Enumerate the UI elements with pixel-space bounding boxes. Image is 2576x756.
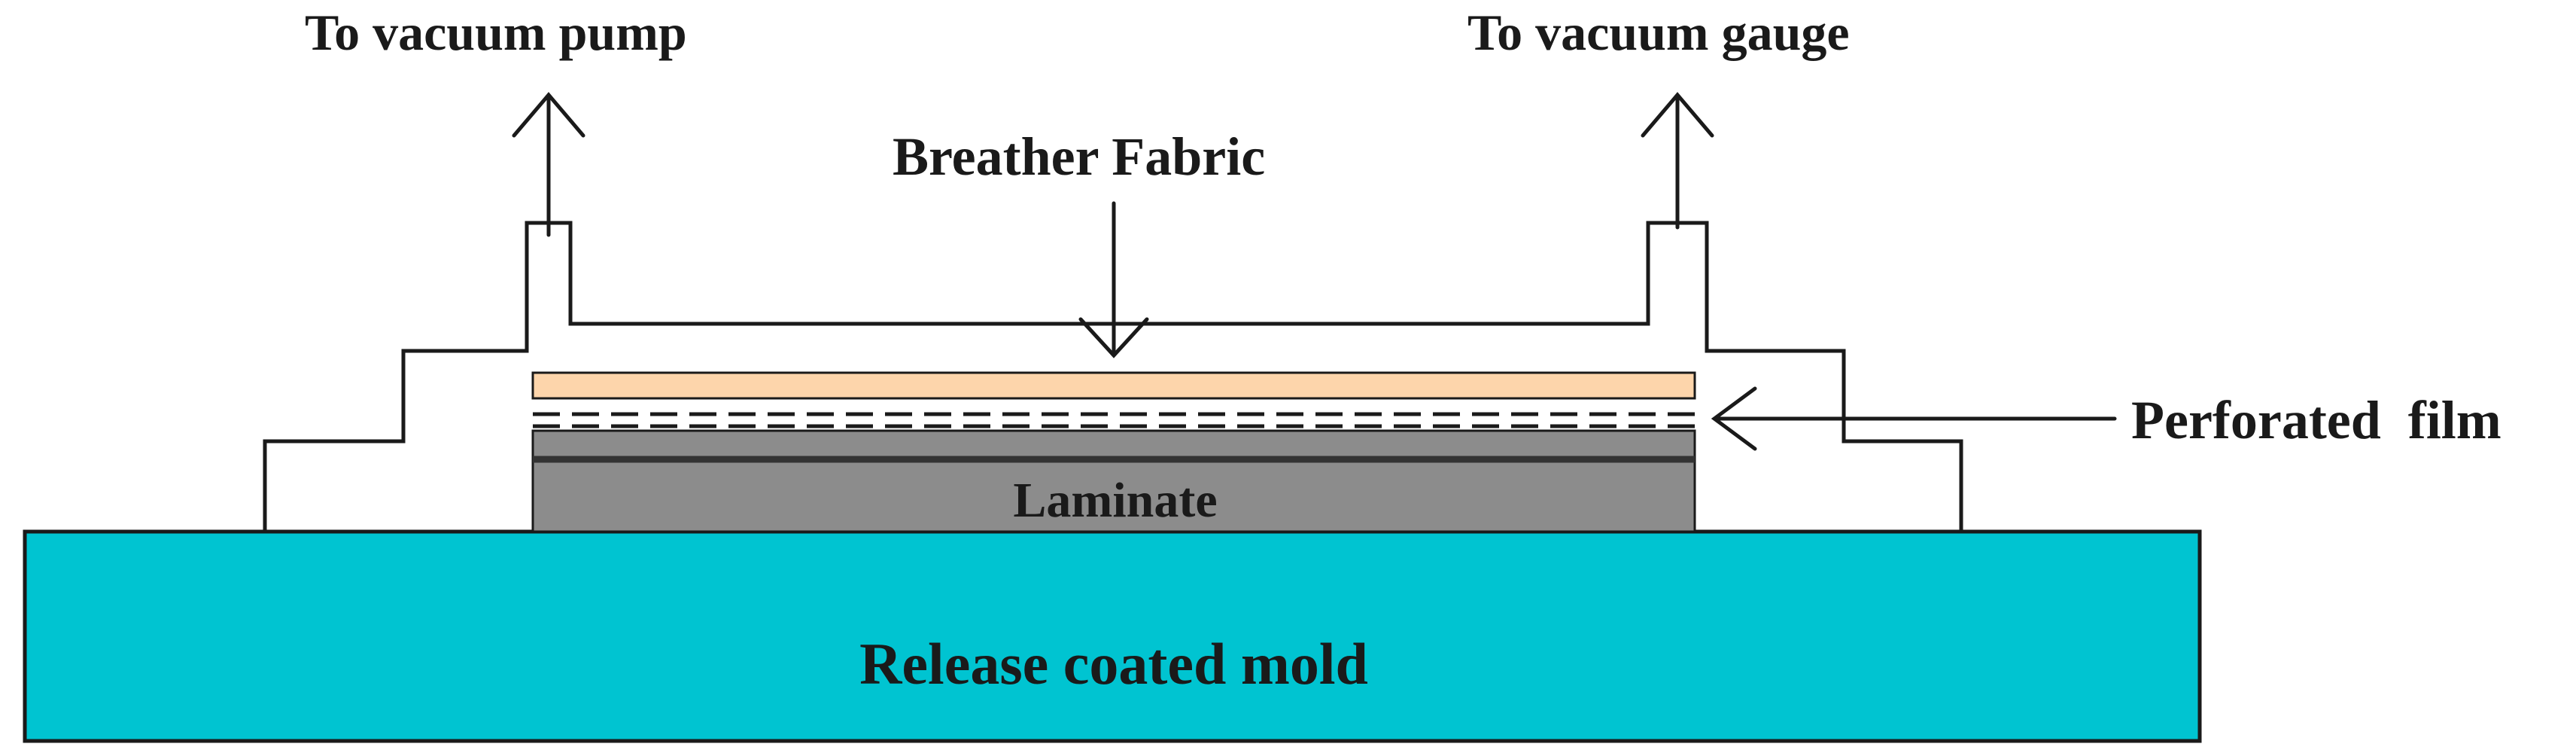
vacuum-bag	[263, 221, 1963, 532]
laminate-label: Laminate	[1013, 473, 1217, 528]
vacuum-gauge-label: To vacuum gauge	[1467, 4, 1850, 61]
breather-fabric-label: Breather Fabric	[893, 127, 1265, 187]
mold-label: Release coated mold	[859, 631, 1368, 697]
breather-fabric	[531, 371, 1696, 400]
perforated-film-label: Perforated film	[2131, 390, 2501, 450]
vacuum-pump-arrow	[512, 92, 585, 237]
vacuum-gauge-arrow	[1641, 92, 1714, 230]
release-coated-mold	[23, 529, 2202, 743]
perforated-film-arrow	[1711, 386, 2117, 451]
breather-fabric-arrow	[1078, 201, 1149, 358]
laminate	[531, 429, 1696, 533]
vacuum-pump-label: To vacuum pump	[305, 4, 687, 61]
